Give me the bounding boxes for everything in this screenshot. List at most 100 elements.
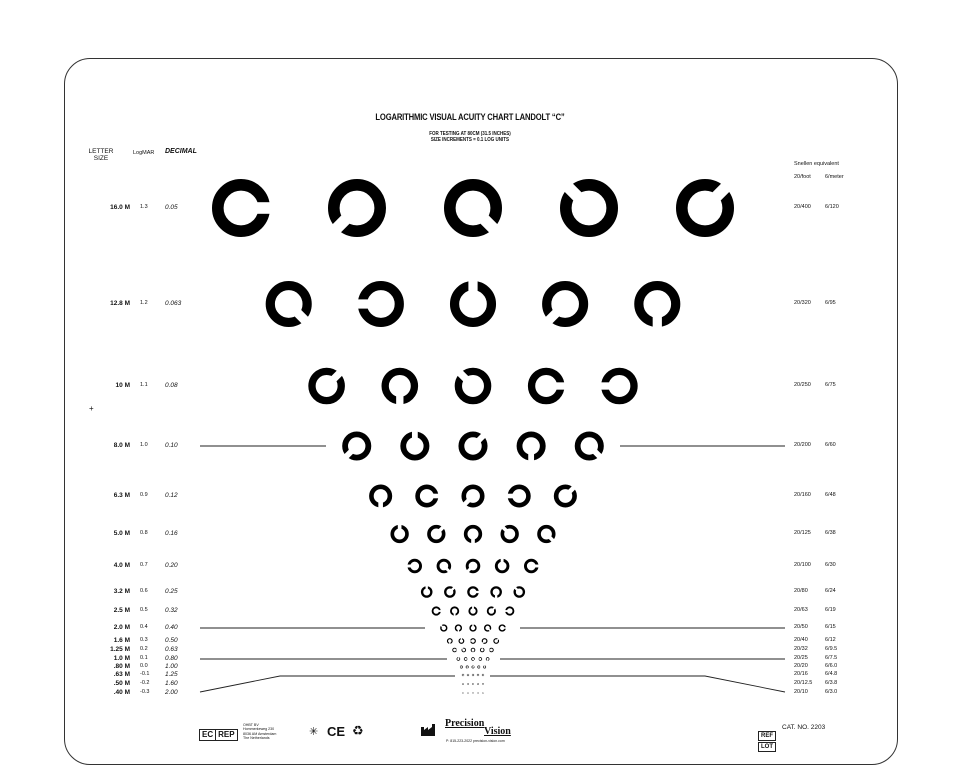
line-040m-right	[490, 675, 786, 693]
row-logmar: -0.1	[140, 671, 150, 677]
landolt-c	[406, 558, 423, 574]
row-decimal: 0.80	[165, 655, 178, 662]
landolt-c	[342, 431, 372, 461]
landolt-c	[461, 484, 485, 508]
row-snellen-meter: 6/19	[825, 607, 836, 613]
landolt-c	[443, 178, 503, 238]
ref-mark: REF	[758, 724, 776, 742]
chart-border	[64, 58, 898, 765]
row-snellen-meter: 6/24	[825, 588, 836, 594]
row-letter-size: 1.25 M	[110, 646, 130, 653]
row-letter-size: 1.6 M	[113, 637, 130, 644]
row-snellen-meter: 6/95	[825, 300, 836, 306]
landolt-c	[481, 673, 486, 677]
row-decimal: 0.32	[165, 607, 178, 614]
landolt-c	[369, 484, 393, 509]
row-snellen-foot: 20/63	[794, 607, 808, 613]
address-line: 8036 AM Amsterdam	[243, 731, 277, 736]
row-snellen-meter: 6/4.8	[825, 671, 838, 677]
header-snellen: Snellen equivalent	[794, 161, 839, 167]
landolt-c	[537, 524, 556, 544]
landolt-c	[458, 665, 463, 669]
row-snellen-foot: 20/10	[794, 689, 808, 695]
landolt-c	[446, 638, 453, 645]
row-letter-size: 5.0 M	[113, 530, 130, 537]
landolt-c	[472, 683, 475, 685]
row-logmar: 0.9	[140, 492, 148, 498]
landolt-c	[481, 638, 488, 645]
manufacturer-icon	[421, 724, 435, 736]
row-logmar: 0.5	[140, 607, 148, 613]
landolt-c	[470, 647, 476, 654]
brand-vision: Vision	[484, 726, 511, 737]
row-logmar: 1.3	[140, 204, 148, 210]
lot-mark: LOT	[758, 735, 776, 753]
landolt-c	[439, 624, 448, 632]
row-letter-size: 8.0 M	[113, 442, 130, 449]
row-snellen-meter: 6/38	[825, 530, 836, 536]
rep-label: REP	[216, 729, 238, 741]
row-decimal: 0.50	[165, 637, 178, 644]
landolt-c	[479, 646, 485, 653]
row-snellen-foot: 20/25	[794, 655, 808, 661]
row-letter-size: 2.5 M	[113, 607, 130, 614]
landolt-c	[471, 665, 475, 669]
landolt-c	[444, 586, 456, 598]
landolt-c	[454, 624, 463, 633]
landolt-c	[466, 683, 469, 685]
landolt-c	[483, 664, 487, 669]
landolt-c	[463, 524, 483, 545]
landolt-c	[600, 367, 638, 405]
landolt-c	[559, 178, 619, 238]
landolt-c	[381, 367, 419, 406]
row-letter-size: 2.0 M	[113, 624, 130, 631]
landolt-c	[542, 280, 589, 328]
header-logmar: LogMAR	[133, 150, 155, 156]
sun-protect-icon: ✳	[309, 726, 319, 738]
row-snellen-foot: 20/125	[794, 530, 811, 536]
landolt-c	[469, 638, 476, 644]
landolt-c	[634, 280, 681, 329]
landolt-c	[458, 637, 465, 644]
landolt-c	[427, 524, 446, 544]
landolt-c	[516, 431, 546, 462]
landolt-c	[477, 665, 482, 669]
row-decimal: 0.25	[165, 588, 178, 595]
landolt-c	[308, 367, 345, 405]
landolt-c	[494, 557, 510, 574]
row-letter-size: .63 M	[113, 671, 130, 678]
landolt-c	[467, 586, 480, 598]
row-snellen-foot: 20/320	[794, 300, 811, 306]
row-letter-size: 12.8 M	[110, 300, 130, 307]
row-decimal: 0.16	[165, 530, 178, 537]
chart-title: LOGARITHMIC VISUAL ACUITY CHART LANDOLT …	[375, 112, 565, 122]
row-snellen-foot: 20/50	[794, 624, 808, 630]
row-snellen-foot: 20/160	[794, 492, 811, 498]
landolt-c	[482, 683, 484, 686]
row-snellen-meter: 6/9.5	[825, 646, 838, 652]
row-snellen-meter: 6/30	[825, 562, 836, 568]
landolt-c	[465, 558, 481, 574]
row-snellen-foot: 20/400	[794, 204, 811, 210]
landolt-c	[498, 624, 507, 632]
landolt-c	[461, 673, 465, 677]
landolt-c	[504, 606, 515, 616]
landolt-c	[476, 673, 480, 678]
landolt-c	[327, 178, 387, 238]
landolt-c	[485, 657, 490, 662]
landolt-c	[476, 692, 479, 694]
row-logmar: 0.0	[140, 663, 148, 669]
row-letter-size: 1.0 M	[113, 655, 130, 662]
row-letter-size: 10 M	[115, 382, 130, 389]
landolt-c	[523, 558, 540, 574]
header-letter-size: LETTER SIZE	[88, 148, 114, 162]
row-logmar: 0.3	[140, 637, 148, 643]
landolt-c	[553, 484, 577, 508]
row-snellen-foot: 20/200	[794, 442, 811, 448]
row-decimal: 0.40	[165, 624, 178, 631]
landolt-c	[483, 624, 492, 632]
landolt-c	[390, 523, 409, 544]
row-letter-size: .80 M	[113, 663, 130, 670]
